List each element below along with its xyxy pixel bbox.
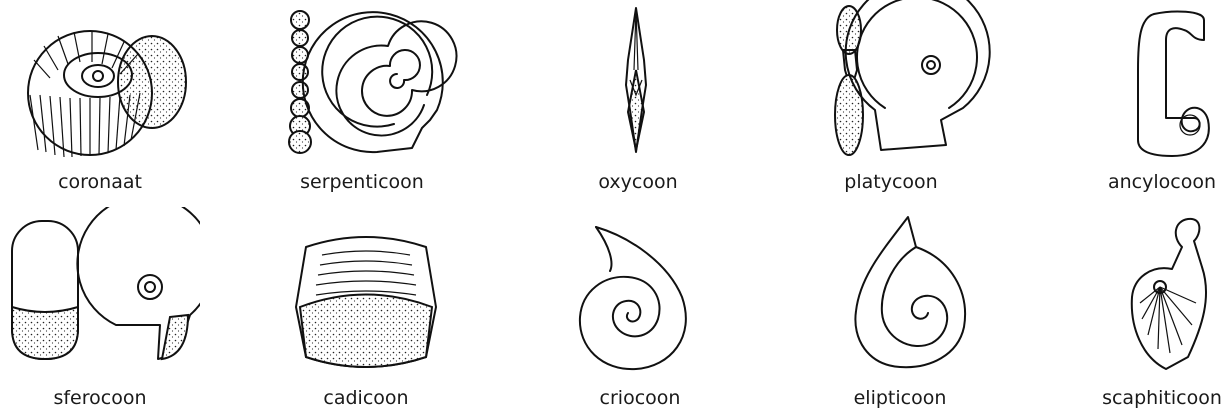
figure-oxycoon: oxycoon [538,0,738,207]
coronaat-shell-drawing [0,0,200,175]
figure-criocoon: criocoon [540,207,740,414]
ancylocoon-shell-drawing [1062,0,1232,175]
figure-elipticoon: elipticoon [800,207,1000,414]
figure-label: serpenticoon [262,171,462,193]
figure-label: ancylocoon [1062,171,1232,193]
figure-scaphiticoon: scaphiticoon [1062,207,1232,414]
oxycoon-shell-drawing [538,0,738,175]
figure-serpenticoon: serpenticoon [262,0,462,207]
figure-label: elipticoon [800,387,1000,409]
figure-platycoon: platycoon [791,0,991,207]
figure-coronaat: coronaat [0,0,200,207]
cadicoon-shell-drawing [266,207,466,382]
criocoon-shell-drawing [540,207,740,382]
figure-label: platycoon [791,171,991,193]
figure-label: scaphiticoon [1062,387,1232,409]
figure-sferocoon: sferocoon [0,207,200,414]
elipticoon-shell-drawing [800,207,1000,382]
sferocoon-shell-drawing [0,207,200,382]
scaphiticoon-shell-drawing [1062,207,1232,382]
figure-cadicoon: cadicoon [266,207,466,414]
figure-ancylocoon: ancylocoon [1062,0,1232,207]
figure-label: sferocoon [0,387,200,409]
figure-label: coronaat [0,171,200,193]
figure-label: oxycoon [538,171,738,193]
serpenticoon-shell-drawing [262,0,462,175]
platycoon-shell-drawing [791,0,991,175]
figure-label: criocoon [540,387,740,409]
figure-label: cadicoon [266,387,466,409]
